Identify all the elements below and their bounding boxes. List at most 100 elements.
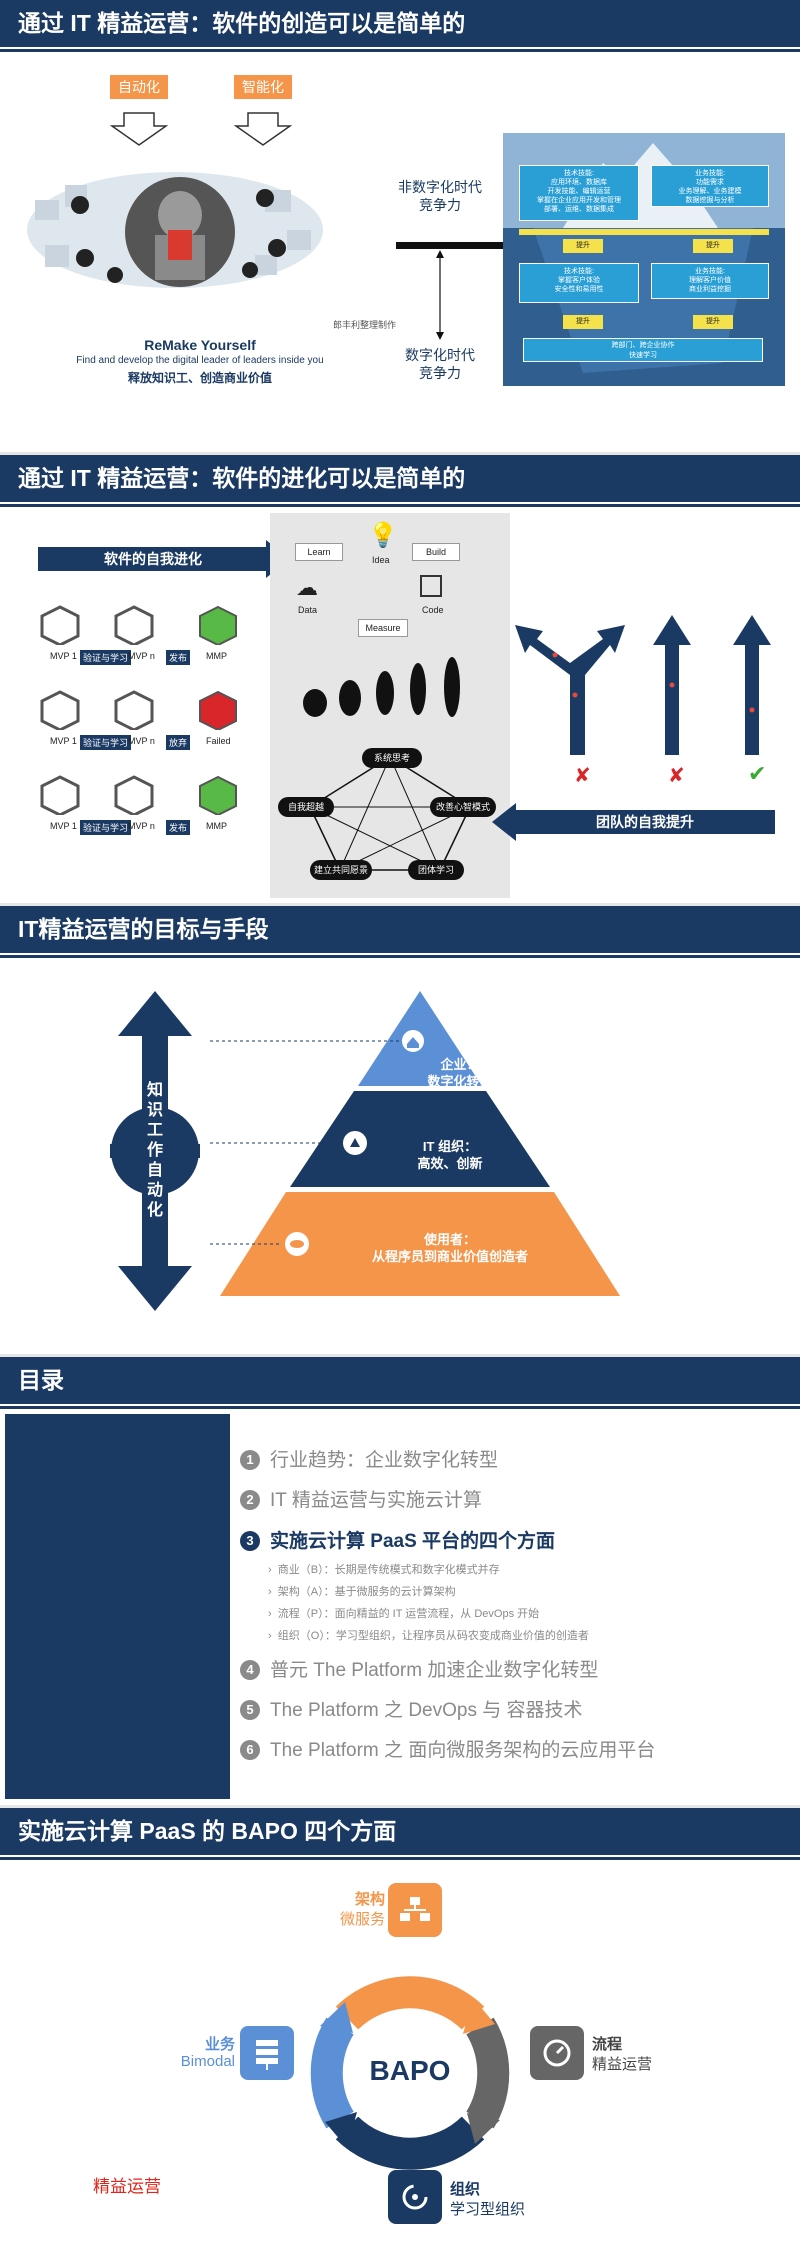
toc-item-6[interactable]: 6 The Platform 之 面向微服务架构的云应用平台 (240, 1735, 655, 1762)
slide-1: 通过 IT 精益运营：软件的创造可以是简单的 自动化 智能化 ReMake Y (0, 0, 800, 452)
toc-side-panel (5, 1414, 230, 1799)
toc-text: IT 精益运营与实施云计算 (270, 1490, 482, 1511)
up-label: 提升 (563, 315, 603, 329)
evolution-silhouettes (303, 657, 460, 717)
cube-green-icon (199, 775, 237, 815)
slide-3-title: IT精益运营的目标与手段 (0, 906, 800, 953)
toc-sub-text: 商业（B）：长期是传统模式和数字化模式并存 (277, 1564, 500, 1576)
up-label: 提升 (693, 239, 733, 253)
toc-text: 行业趋势：企业数字化转型 (270, 1450, 499, 1471)
biz-label: 业务 (204, 2036, 235, 2053)
cube-icon (114, 605, 154, 645)
build-box: Build (412, 543, 460, 561)
action-label: 发布 (166, 650, 191, 665)
remake-cn: 释放知识工、创造商业价值 (127, 371, 272, 385)
slide-5: 实施云计算 PaaS 的 BAPO 四个方面 BAPO 架构 微服务 业务 Bi… (0, 1808, 800, 2259)
mvp1-label: MVP 1 (50, 651, 77, 661)
toc-subitem: › 商业（B）：长期是传统模式和数字化模式并存 (268, 1564, 500, 1576)
self-evolve-banner: 软件的自我进化 (38, 547, 268, 571)
toc-number: 4 (240, 1660, 260, 1680)
discipline-node: 自我超越 (278, 797, 334, 817)
cube-icon (114, 690, 154, 730)
cube-green-icon (199, 605, 237, 645)
bapo-center: BAPO (369, 2055, 451, 2086)
team-improve-banner: 团队的自我提升 (515, 810, 775, 834)
up-label: 提升 (563, 239, 603, 253)
arrow-left-icon (492, 803, 516, 841)
verify-label: 验证与学习 (80, 650, 132, 665)
title-underline (0, 955, 800, 958)
toc-text: The Platform 之 面向微服务架构的云应用平台 (270, 1740, 656, 1761)
bar (519, 229, 769, 235)
learn-box: Learn (295, 543, 343, 561)
fail-mark-icon: ✘ (668, 765, 685, 787)
slide-4-title: 目录 (0, 1357, 800, 1404)
toc-item-1[interactable]: 1 行业趋势：企业数字化转型 (240, 1445, 498, 1472)
slide-2-title: 通过 IT 精益运营：软件的进化可以是简单的 (0, 455, 800, 502)
check-mark-icon: ✔ (748, 761, 767, 786)
proc-sublabel: 精益运营 (592, 2056, 653, 2073)
skill-box: 技术技能: 应用环境、数据库 开发技能、编辑运营 掌握在企业应用开发和管理 部署… (519, 165, 639, 221)
iceberg-panel: 技术技能: 应用环境、数据库 开发技能、编辑运营 掌握在企业应用开发和管理 部署… (503, 133, 785, 386)
slide-5-title: 实施云计算 PaaS 的 BAPO 四个方面 (0, 1808, 800, 1855)
discipline-node: 建立共同愿景 (310, 860, 372, 880)
tag-intelligence: 智能化 (234, 75, 292, 99)
slide-2: 通过 IT 精益运营：软件的进化可以是简单的 软件的自我进化 MVP 1 验证与… (0, 455, 800, 903)
action-label: 发布 (166, 820, 191, 835)
skill-box: 业务技能: 功能需求 业务理解、业务建模 数据挖掘与分析 (651, 165, 769, 207)
title-underline (0, 504, 800, 507)
tier-enterprise: 企业： 数字化转型 (427, 1057, 493, 1089)
org-label: 组织 (450, 2181, 481, 2198)
discipline-node: 团体学习 (408, 860, 464, 880)
digital-label: 数字化时代 竞争力 (405, 347, 475, 381)
toc-sub-text: 组织（O）：学习型组织，让程序员从码农变成商业价值的创造者 (277, 1630, 589, 1642)
direction-arrows (515, 615, 771, 755)
remake-title: ReMake Yourself (144, 337, 256, 353)
box-icon (420, 575, 442, 597)
action-label: 放弃 (166, 735, 191, 750)
toc-number: 5 (240, 1700, 260, 1720)
mvp1-label: MVP 1 (50, 736, 77, 746)
toc-item-4[interactable]: 4 普元 The Platform 加速企业数字化转型 (240, 1655, 598, 1682)
cube-icon (114, 775, 154, 815)
lightbulb-icon: 💡 (368, 522, 398, 549)
process-icon (530, 2026, 584, 2080)
toc-text: 普元 The Platform 加速企业数字化转型 (270, 1660, 599, 1681)
slide-3: IT精益运营的目标与手段 知识工作自动化 企业： 数字化转型 IT 组织： 高效… (0, 906, 800, 1354)
toc-subitem: › 架构（A）：基于微服务的云计算架构 (268, 1586, 456, 1598)
organization-icon (388, 2170, 442, 2224)
mvpn-label: MVP n (128, 821, 155, 831)
title-underline (0, 49, 800, 52)
toc-number: 1 (240, 1450, 260, 1470)
learn-cycle-panel: Learn 💡 Idea Build ☁ Data Code Measure (270, 513, 510, 898)
toc-number: 6 (240, 1740, 260, 1760)
mvp-row-2: MVP 1 验证与学习 MVP n 放弃 Failed (40, 690, 250, 760)
skill-box: 技术技能: 掌握客户体验 安全性和易用性 (519, 263, 639, 303)
result-label: MMP (206, 821, 227, 831)
cube-icon (40, 690, 80, 730)
biz-sublabel: Bimodal (180, 2053, 235, 2070)
discipline-node: 改善心智模式 (430, 797, 496, 817)
fail-mark-icon: ✘ (574, 765, 591, 787)
verify-label: 验证与学习 (80, 735, 132, 750)
proc-label: 流程 (592, 2036, 623, 2053)
org-sublabel: 学习型组织 (450, 2201, 526, 2218)
up-label: 提升 (693, 315, 733, 329)
arch-sublabel: 微服务 (339, 1911, 385, 1928)
red-note: 精益运营 (93, 2177, 161, 2196)
verify-label: 验证与学习 (80, 820, 132, 835)
skill-box: 跨部门、跨企业协作 快速学习 (523, 338, 763, 362)
bapo-ring (310, 1976, 510, 2170)
architecture-icon (388, 1883, 442, 1937)
remake-illustration (25, 170, 325, 290)
toc-subitem: › 流程（P）：面向精益的 IT 运营流程，从 DevOps 开始 (268, 1608, 540, 1620)
result-label: Failed (206, 736, 231, 746)
discipline-node: 系统思考 (362, 748, 422, 768)
cube-red-icon (199, 690, 237, 730)
toc-number: 3 (240, 1531, 260, 1551)
slide-1-title: 通过 IT 精益运营：软件的创造可以是简单的 (0, 0, 800, 47)
mvpn-label: MVP n (128, 651, 155, 661)
